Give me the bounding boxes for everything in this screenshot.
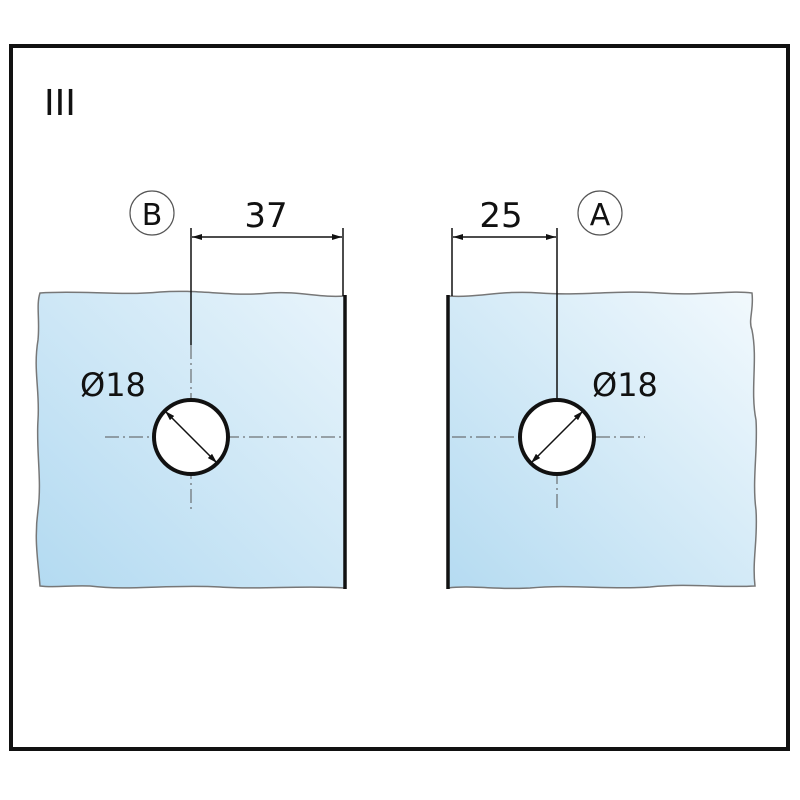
marker-b-circle [129,190,175,236]
dimension-37: 37 [244,196,287,236]
marker-a: A [590,198,611,233]
left-glass-panel: 37 B Ø18 [35,190,347,589]
left-hole-diameter: Ø18 [80,366,146,404]
right-glass-panel: 25 A Ø18 [446,190,758,590]
marker-b: B [142,198,163,233]
marker-a-circle [577,190,623,236]
frame-border [9,44,790,751]
dimension-25: 25 [479,196,522,236]
right-hole-diameter: Ø18 [592,366,658,404]
panel-label: III [44,83,76,124]
